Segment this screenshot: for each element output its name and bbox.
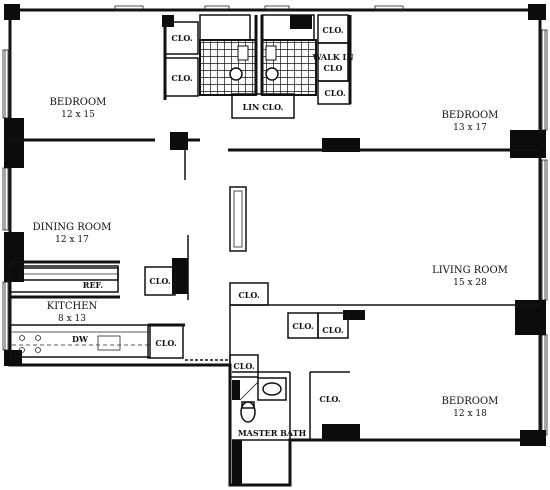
- label-walk-in: WALK IN: [311, 52, 353, 62]
- label-closet-7: CLO.: [238, 290, 259, 300]
- label-master-bath: MASTER BATH: [238, 428, 307, 438]
- dims-bedroom-ne: 13 x 17: [453, 123, 487, 133]
- label-ref: REF.: [83, 280, 104, 290]
- label-closet-3: CLO.: [322, 25, 343, 35]
- label-closet-6: CLO.: [155, 338, 176, 348]
- label-closet-8: CLO.: [292, 321, 313, 331]
- label-closet-11: CLO.: [319, 394, 340, 404]
- label-bedroom-se: BEDROOM: [442, 396, 499, 407]
- label-kitchen: KITCHEN: [47, 301, 98, 312]
- interior-walls: [10, 138, 540, 441]
- label-closet-5: CLO.: [149, 276, 170, 286]
- hall-cabinet: [229, 186, 247, 252]
- dims-kitchen: 8 x 13: [58, 314, 86, 324]
- label-closet-9: CLO.: [322, 325, 343, 335]
- label-closet-10: CLO.: [233, 361, 254, 371]
- dims-dining-room: 12 x 17: [55, 235, 89, 245]
- kitchen-fixtures: [9, 265, 151, 358]
- master-bath-fixtures: [239, 377, 287, 423]
- dims-bedroom-se: 12 x 18: [453, 409, 487, 419]
- label-dining-room: DINING ROOM: [33, 222, 112, 233]
- bath-cluster: [163, 14, 352, 119]
- dims-bedroom-nw: 12 x 15: [61, 110, 95, 120]
- dims-living-room: 15 x 28: [453, 278, 487, 288]
- label-closet-2: CLO.: [171, 73, 192, 83]
- label-living-room: LIVING ROOM: [432, 265, 508, 276]
- label-bedroom-ne: BEDROOM: [442, 110, 499, 121]
- label-walk-in-clo: CLO: [324, 63, 343, 73]
- label-closet-1: CLO.: [171, 33, 192, 43]
- label-dw: DW: [72, 334, 89, 344]
- label-closet-4: CLO.: [324, 88, 345, 98]
- label-linen-closet: LIN CLO.: [243, 102, 284, 112]
- label-bedroom-nw: BEDROOM: [50, 97, 107, 108]
- small-closets: [144, 266, 349, 378]
